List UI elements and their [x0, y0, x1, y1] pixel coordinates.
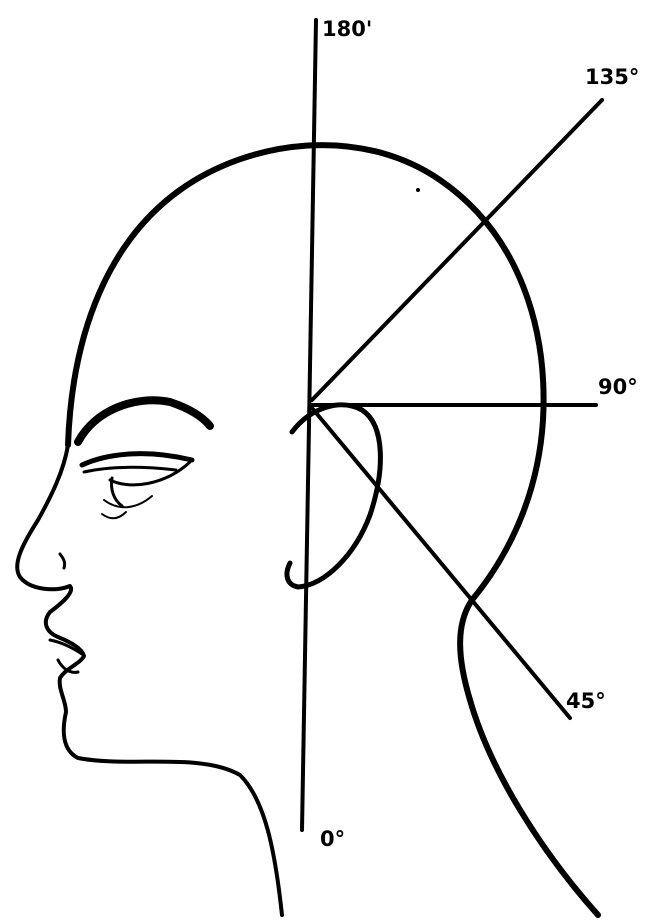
- label-angle-0: 0°: [320, 827, 345, 851]
- eye-crease: [104, 496, 152, 507]
- eye: [78, 400, 210, 518]
- eyelid-lower: [110, 462, 190, 485]
- label-angle-180: 180': [322, 17, 372, 41]
- speck-mark: [416, 188, 420, 192]
- eyelid-upper: [82, 454, 192, 465]
- line-vertical-0-180: [302, 20, 316, 830]
- face-outline: [17, 445, 282, 915]
- eyelash-line: [84, 467, 176, 472]
- skull-outline: [68, 145, 598, 915]
- label-angle-135: 135°: [585, 65, 639, 89]
- label-angle-45: 45°: [566, 689, 606, 713]
- line-45: [312, 408, 570, 718]
- reference-lines: [302, 20, 602, 830]
- eye-lower-line: [102, 512, 126, 518]
- nostril: [60, 554, 65, 568]
- label-angle-90: 90°: [598, 375, 638, 399]
- eyebrow: [78, 400, 210, 442]
